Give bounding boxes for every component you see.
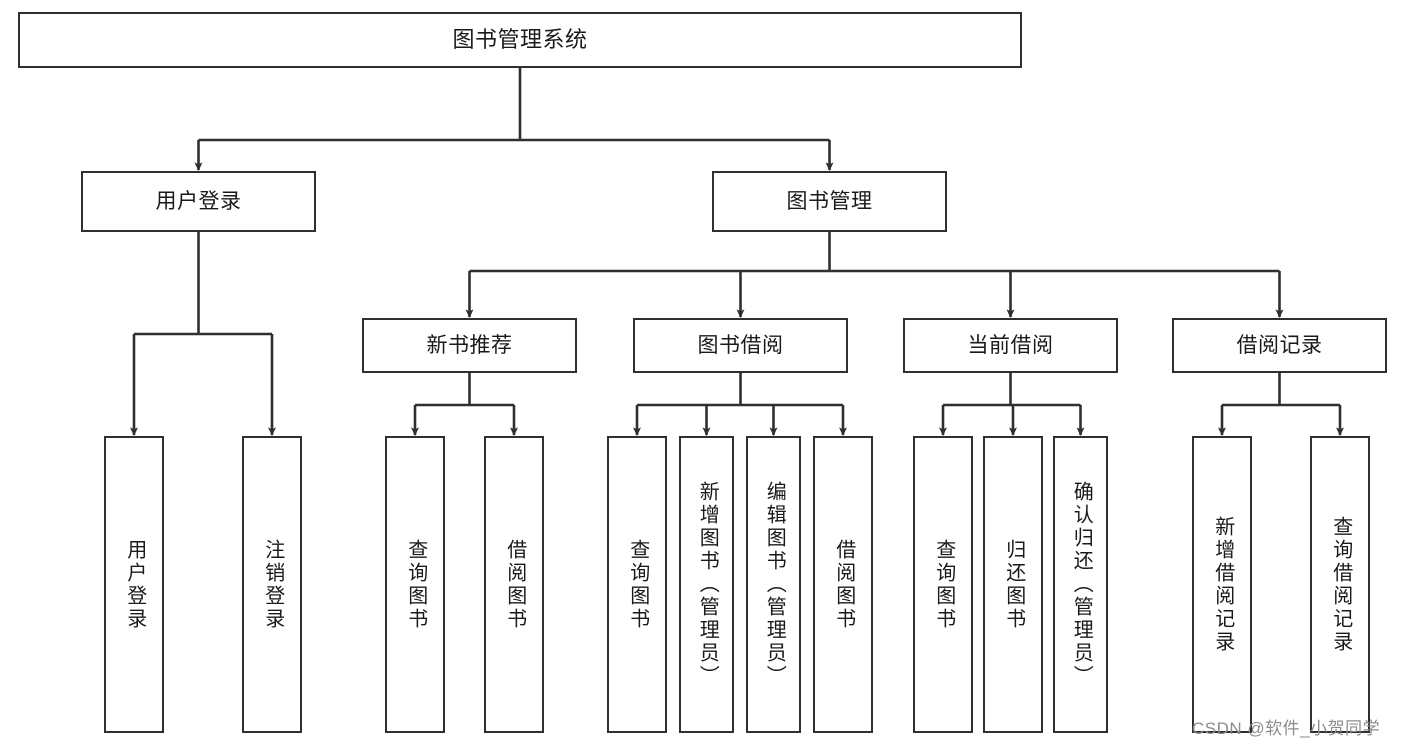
node-leaf-edit-book[interactable]: 编辑图书（管理员） — [746, 436, 801, 733]
node-root[interactable]: 图书管理系统 — [18, 12, 1022, 68]
node-user-login-label: 用户登录 — [155, 189, 242, 213]
node-borrow-record-label: 借阅记录 — [1236, 333, 1323, 357]
node-user-login[interactable]: 用户登录 — [81, 171, 316, 232]
node-current-borrow[interactable]: 当前借阅 — [903, 318, 1118, 373]
node-leaf-query-record-label: 查询借阅记录 — [1329, 515, 1352, 654]
node-leaf-user-login[interactable]: 用户登录 — [104, 436, 164, 733]
node-leaf-query-book-1[interactable]: 查询图书 — [385, 436, 445, 733]
node-leaf-confirm-return-label: 确认归还（管理员） — [1070, 481, 1093, 688]
node-book-manage[interactable]: 图书管理 — [712, 171, 947, 232]
node-root-label: 图书管理系统 — [452, 26, 588, 52]
node-leaf-confirm-return[interactable]: 确认归还（管理员） — [1053, 436, 1108, 733]
node-book-borrow[interactable]: 图书借阅 — [633, 318, 848, 373]
node-leaf-user-login-label: 用户登录 — [123, 538, 146, 631]
node-leaf-edit-book-label: 编辑图书（管理员） — [763, 481, 786, 688]
node-leaf-return-book-label: 归还图书 — [1002, 538, 1025, 631]
node-leaf-add-record-label: 新增借阅记录 — [1211, 515, 1234, 654]
node-leaf-borrow-book-2[interactable]: 借阅图书 — [813, 436, 873, 733]
node-new-book-recommend-label: 新书推荐 — [426, 333, 513, 357]
node-leaf-query-book-1-label: 查询图书 — [404, 538, 427, 631]
node-leaf-query-book-3-label: 查询图书 — [932, 538, 955, 631]
node-book-manage-label: 图书管理 — [786, 189, 873, 213]
node-leaf-user-logout-label: 注销登录 — [261, 538, 284, 631]
node-leaf-user-logout[interactable]: 注销登录 — [242, 436, 302, 733]
node-new-book-recommend[interactable]: 新书推荐 — [362, 318, 577, 373]
node-borrow-record[interactable]: 借阅记录 — [1172, 318, 1387, 373]
node-leaf-query-book-2[interactable]: 查询图书 — [607, 436, 667, 733]
node-leaf-query-book-3[interactable]: 查询图书 — [913, 436, 973, 733]
node-book-borrow-label: 图书借阅 — [697, 333, 784, 357]
node-leaf-query-record[interactable]: 查询借阅记录 — [1310, 436, 1370, 733]
node-leaf-add-book-label: 新增图书（管理员） — [696, 481, 719, 688]
node-leaf-return-book[interactable]: 归还图书 — [983, 436, 1043, 733]
node-leaf-add-book[interactable]: 新增图书（管理员） — [679, 436, 734, 733]
node-leaf-borrow-book-1[interactable]: 借阅图书 — [484, 436, 544, 733]
node-current-borrow-label: 当前借阅 — [967, 333, 1054, 357]
node-leaf-borrow-book-1-label: 借阅图书 — [503, 538, 526, 631]
node-leaf-borrow-book-2-label: 借阅图书 — [832, 538, 855, 631]
node-leaf-add-record[interactable]: 新增借阅记录 — [1192, 436, 1252, 733]
node-leaf-query-book-2-label: 查询图书 — [626, 538, 649, 631]
